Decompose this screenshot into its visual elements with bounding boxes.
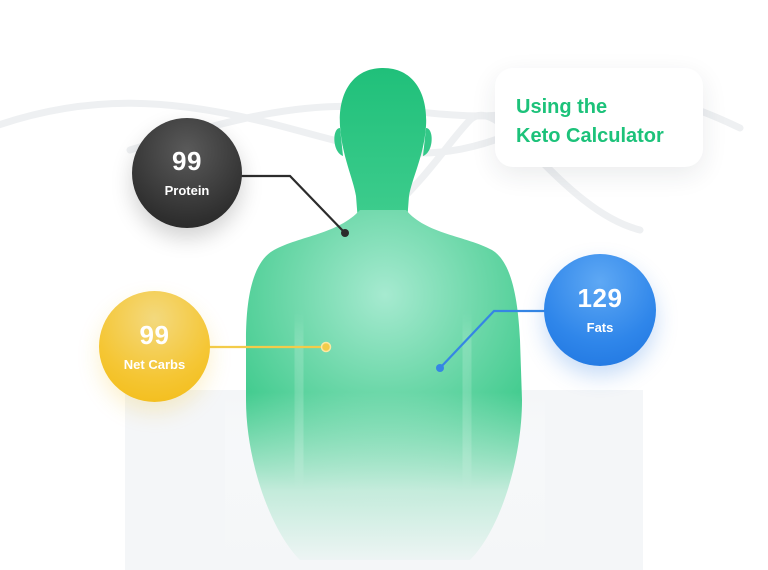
net-carbs-bubble: 99 Net Carbs [99,291,210,402]
protein-label: Protein [164,183,210,198]
title-line-2: Keto Calculator [516,125,664,147]
net-carbs-value: 99 [139,319,170,350]
fats-bubble: 129 Fats [544,254,656,366]
protein-bubble: 99 Protein [132,118,242,228]
fats-connector [436,309,548,372]
protein-value: 99 [172,146,202,176]
fats-value: 129 [577,283,623,313]
net-carbs-connector [206,341,332,353]
human-torso-silhouette [225,68,545,570]
protein-connector [238,174,349,237]
title-line-1: Using the [516,96,608,118]
title-card: Using the Keto Calculator [495,68,703,167]
fats-label: Fats [586,320,614,335]
net-carbs-label: Net Carbs [123,356,186,372]
